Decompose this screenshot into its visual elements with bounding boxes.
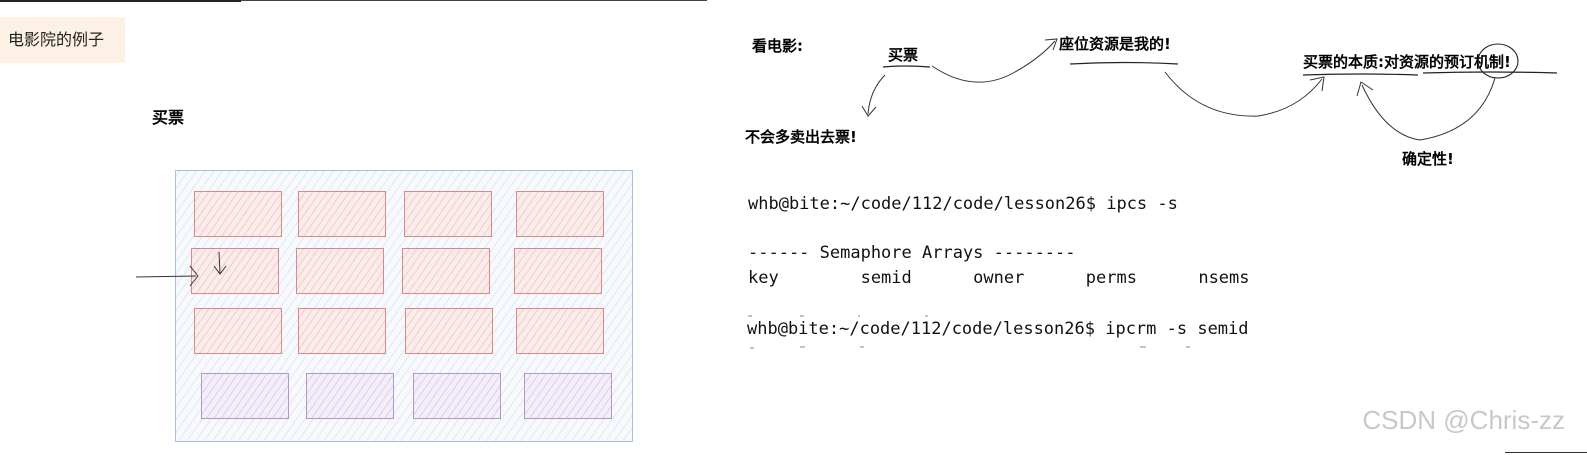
seat xyxy=(402,248,490,294)
entry-arrow-head xyxy=(189,265,199,287)
terminal-columns: key semid owner perms nsems xyxy=(748,268,1250,288)
faint-marks-2 xyxy=(750,346,1190,349)
watermark: CSDN @Chris-zz xyxy=(1362,405,1565,435)
terminal-cmd-ipcrm: whb@bite:~/code/112/code/lesson26$ ipcrm… xyxy=(747,319,1249,339)
top-divider xyxy=(0,0,241,2)
seat xyxy=(514,248,602,294)
reserve-circle xyxy=(1477,43,1519,79)
terminal-cmd-ipcs: whb@bite:~/code/112/code/lesson26$ ipcs … xyxy=(748,194,1178,214)
essence-label: 买票的本质:对资源的预订机制! xyxy=(1303,53,1511,71)
essence-underline xyxy=(1302,73,1419,76)
seat xyxy=(298,308,386,354)
terminal-header: ------ Semaphore Arrays -------- xyxy=(748,243,1076,263)
watch-movie-label: 看电影: xyxy=(752,37,803,55)
mechanism-underline xyxy=(1422,71,1558,74)
certainty-loop-arrow xyxy=(1361,77,1496,141)
arrow-to-seat-is-mine xyxy=(931,40,1056,83)
seat xyxy=(516,308,604,354)
seat xyxy=(298,191,386,237)
seat xyxy=(306,373,394,419)
arrow-to-no-oversell-head xyxy=(861,105,877,117)
arrow-to-essence xyxy=(1164,71,1323,117)
arrow-to-seat-is-mine-head xyxy=(1044,38,1058,51)
section-tag: 电影院的例子 xyxy=(0,17,125,63)
bottom-divider xyxy=(1505,452,1587,453)
down-arrow-icon xyxy=(213,251,227,275)
arrow-to-essence-head xyxy=(1309,76,1325,92)
seat xyxy=(191,248,279,294)
seat xyxy=(404,191,492,237)
flow-buy-ticket-label: 买票 xyxy=(888,46,919,64)
arrow-to-no-oversell xyxy=(867,74,886,115)
buy-ticket-underline xyxy=(882,65,931,68)
seat xyxy=(524,373,612,419)
seat xyxy=(413,373,501,419)
cinema-hall xyxy=(175,170,633,442)
top-divider-thin xyxy=(241,0,707,1)
certainty-loop-arrow-head xyxy=(1356,81,1374,97)
seat xyxy=(516,191,604,237)
buy-ticket-label: 买票 xyxy=(152,108,185,127)
certainty-label: 确定性! xyxy=(1402,150,1454,168)
seat xyxy=(201,373,289,419)
seat xyxy=(194,308,282,354)
seat-is-mine-label: 座位资源是我的! xyxy=(1059,35,1171,53)
no-oversell-label: 不会多卖出去票! xyxy=(745,128,857,146)
seat xyxy=(194,191,282,237)
entry-arrow xyxy=(135,275,197,278)
seat xyxy=(296,248,384,294)
seat xyxy=(405,308,493,354)
seat-is-mine-underline xyxy=(1069,61,1179,65)
